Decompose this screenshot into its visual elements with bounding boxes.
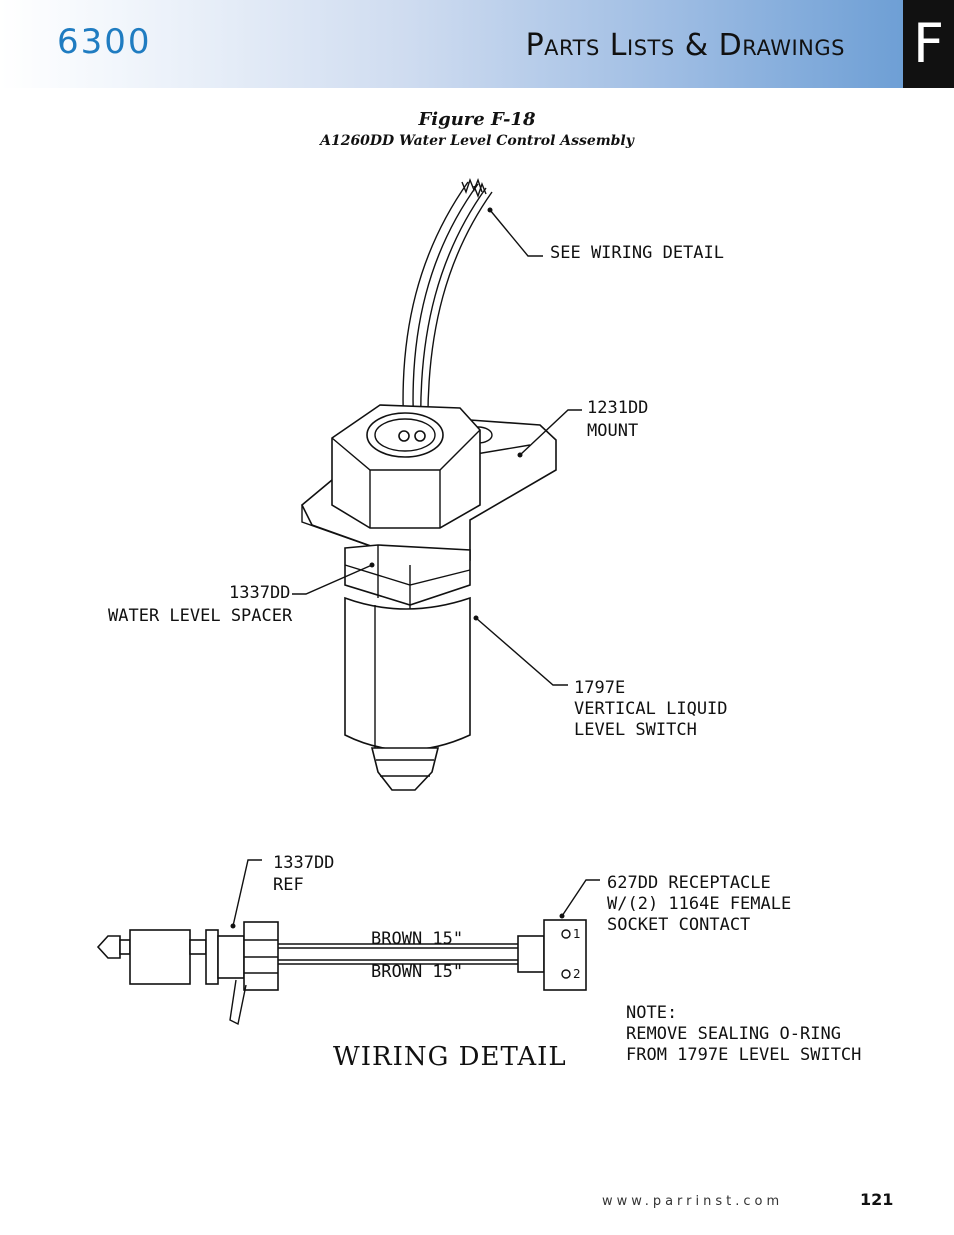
receptacle-label-line1: 627DD RECEPTACLE xyxy=(607,873,771,893)
wiring-detail-drawing xyxy=(96,859,600,1026)
receptacle-label-line2: W/(2) 1164E FEMALE xyxy=(607,894,791,914)
wiring-detail-heading: WIRING DETAIL xyxy=(333,1042,567,1072)
mount-part-number: 1231DD xyxy=(587,398,648,418)
spacer-part-number: 1337DD xyxy=(229,583,290,603)
figure-number: Figure F-18 xyxy=(418,109,536,130)
switch-part-number: 1797E xyxy=(574,678,625,698)
wiring-ref-part-number: 1337DD xyxy=(273,853,334,873)
level-switch-body xyxy=(344,596,471,791)
section-tab: F xyxy=(903,0,954,88)
page-number: 121 xyxy=(860,1190,894,1209)
model-number: 6300 xyxy=(57,22,152,62)
wire-2-label: BROWN 15" xyxy=(371,962,463,982)
switch-label-line1: VERTICAL LIQUID xyxy=(574,699,728,719)
wire-leads xyxy=(402,177,493,433)
note-line2: FROM 1797E LEVEL SWITCH xyxy=(626,1045,861,1065)
figure-caption: A1260DD Water Level Control Assembly xyxy=(320,133,634,149)
wiring-ref-label: REF xyxy=(273,875,304,895)
pin-2-label: 2 xyxy=(573,967,581,981)
page-header: 6300 Parts Lists & Drawings xyxy=(0,0,903,88)
see-wiring-label: SEE WIRING DETAIL xyxy=(550,243,724,263)
receptacle-label-line3: SOCKET CONTACT xyxy=(607,915,750,935)
leader-lines xyxy=(292,207,582,686)
section-title: Parts Lists & Drawings xyxy=(525,28,845,63)
note-title: NOTE: xyxy=(626,1003,677,1023)
switch-label-line2: LEVEL SWITCH xyxy=(574,720,697,740)
footer-url: www.parrinst.com xyxy=(602,1194,784,1209)
note-line1: REMOVE SEALING O-RING xyxy=(626,1024,841,1044)
mount-label: MOUNT xyxy=(587,421,638,441)
hex-nut xyxy=(331,404,481,529)
pin-1-label: 1 xyxy=(573,927,581,941)
wire-1-label: BROWN 15" xyxy=(371,929,463,949)
water-level-spacer xyxy=(344,544,471,620)
spacer-label: WATER LEVEL SPACER xyxy=(108,606,293,626)
